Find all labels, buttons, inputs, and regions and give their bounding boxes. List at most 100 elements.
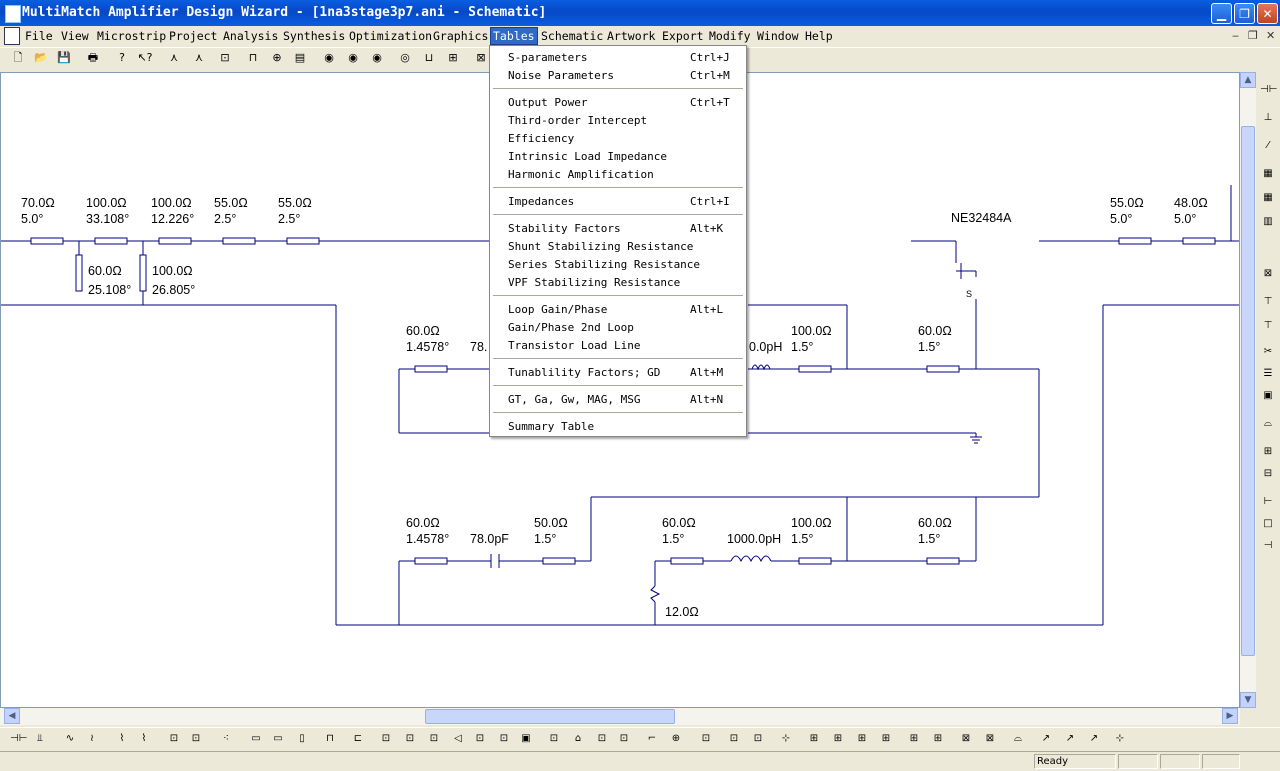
- block-2-icon[interactable]: ⊞: [833, 733, 843, 744]
- circuit-block-icon[interactable]: ▦: [1263, 168, 1273, 179]
- arc-icon[interactable]: ⌓: [1264, 418, 1272, 429]
- zoom-in-icon[interactable]: ⊞: [1263, 446, 1273, 457]
- probe-icon[interactable]: ⊹: [781, 733, 791, 744]
- ms-corner-icon[interactable]: ⌐: [647, 733, 657, 744]
- tune-icon[interactable]: ⊠: [961, 733, 971, 744]
- circle-icon[interactable]: ◎: [400, 51, 410, 64]
- app-icon[interactable]: [5, 5, 21, 23]
- cross-component-icon[interactable]: ⊹: [1115, 733, 1125, 744]
- new-file-icon[interactable]: 🗋: [13, 51, 23, 64]
- series-resistor-icon[interactable]: ⌇: [119, 733, 125, 744]
- print-icon[interactable]: 🖶: [87, 51, 99, 64]
- line-icon[interactable]: ▭: [273, 733, 283, 744]
- block-icon[interactable]: ⊞: [809, 733, 819, 744]
- zoom-out-icon[interactable]: ⊟: [1263, 468, 1273, 479]
- menu-export[interactable]: Export: [662, 29, 704, 43]
- tee-icon[interactable]: ⊤: [1263, 296, 1273, 307]
- tune-2-icon[interactable]: ⊠: [985, 733, 995, 744]
- menuitem-harmonic-amplification[interactable]: Harmonic Amplification: [508, 168, 654, 181]
- menuitem-summary-table[interactable]: Summary Table: [508, 420, 595, 433]
- ms-open-icon[interactable]: ⊡: [619, 733, 629, 744]
- menuitem-intrinsic-load-impedance[interactable]: Intrinsic Load Impedance: [508, 150, 667, 163]
- ms-step-icon[interactable]: ⊡: [405, 733, 415, 744]
- transistor-block-2-icon[interactable]: ⊞: [933, 733, 943, 744]
- vertical-scroll-thumb[interactable]: [1241, 126, 1255, 656]
- ms-pair-icon[interactable]: ⊡: [729, 733, 739, 744]
- dots-icon[interactable]: ⁖: [223, 733, 229, 744]
- ms-tee-icon[interactable]: ⊡: [429, 733, 439, 744]
- save-icon[interactable]: 💾: [57, 51, 71, 64]
- open-folder-icon[interactable]: 📂: [34, 51, 48, 64]
- shunt-resistor-icon[interactable]: ⌇: [141, 733, 147, 744]
- menuitem-gain-phase-2nd-loop[interactable]: Gain/Phase 2nd Loop: [508, 321, 634, 334]
- menu-tables[interactable]: Tables: [490, 27, 538, 45]
- ms-junction-icon[interactable]: ⊕: [671, 733, 681, 744]
- shunt-capacitor-icon[interactable]: ⫫: [37, 733, 43, 744]
- mdi-restore-button[interactable]: ❐: [1248, 29, 1258, 42]
- short-stub-icon[interactable]: ⊓: [326, 733, 334, 744]
- ms-bend-icon[interactable]: ⊡: [549, 733, 559, 744]
- menu-optimization[interactable]: Optimization: [349, 29, 433, 43]
- menuitem-transistor-load-line[interactable]: Transistor Load Line: [508, 339, 641, 352]
- menu-window[interactable]: Window: [757, 29, 799, 43]
- menu-modify[interactable]: Modify: [709, 29, 751, 43]
- menu-view[interactable]: View: [61, 29, 89, 43]
- box-icon[interactable]: ⊔: [424, 51, 434, 64]
- vertical-scrollbar[interactable]: ▲ ▼: [1240, 72, 1256, 708]
- line-tool-2-icon[interactable]: ⋏: [194, 51, 204, 64]
- shunt-inductor-icon[interactable]: ≀: [90, 733, 94, 744]
- menuitem-shunt-stabilizing-resistance[interactable]: Shunt Stabilizing Resistance: [508, 240, 694, 253]
- ms-taper-icon[interactable]: ◁: [454, 733, 462, 744]
- arrow-up-right-2-icon[interactable]: ↗: [1065, 733, 1075, 744]
- text-icon[interactable]: ▤: [294, 51, 306, 64]
- ms-pair-2-icon[interactable]: ⊡: [753, 733, 763, 744]
- arrow-up-right-icon[interactable]: ↗: [1041, 733, 1051, 744]
- tee-2-icon[interactable]: ⊤: [1263, 320, 1273, 331]
- scroll-up-arrow-icon[interactable]: ▲: [1240, 72, 1256, 88]
- frame-icon[interactable]: □: [1263, 518, 1273, 529]
- smith-chart-3-icon[interactable]: ◉: [372, 51, 382, 64]
- minimize-button[interactable]: ▁: [1211, 3, 1232, 24]
- horizontal-scroll-thumb[interactable]: [425, 709, 675, 724]
- block-3-icon[interactable]: ⊞: [857, 733, 867, 744]
- menu-synthesis[interactable]: Synthesis: [283, 29, 346, 43]
- ms-end-icon[interactable]: ⊡: [701, 733, 711, 744]
- stub-icon[interactable]: ⊕: [272, 51, 282, 64]
- menu-microstrip[interactable]: Microstrip: [97, 29, 167, 43]
- context-help-icon[interactable]: ↖?: [137, 51, 153, 64]
- series-line-icon[interactable]: ▭: [251, 733, 261, 744]
- transistor-block-icon[interactable]: ⊞: [909, 733, 919, 744]
- scroll-right-arrow-icon[interactable]: ▶: [1222, 708, 1238, 724]
- horizontal-scrollbar[interactable]: ◀ ▶: [0, 708, 1240, 725]
- series-capacitor-icon[interactable]: ⊣⊢: [10, 733, 28, 744]
- ms-radial-icon[interactable]: ⌂: [574, 733, 582, 744]
- align-right-icon[interactable]: ⊣: [1263, 540, 1273, 551]
- wire-tool-icon[interactable]: ⁄: [1267, 140, 1269, 151]
- scroll-left-arrow-icon[interactable]: ◀: [4, 708, 20, 724]
- ms-cross-icon[interactable]: ⊡: [499, 733, 509, 744]
- menu-schematic[interactable]: Schematic: [541, 29, 604, 43]
- menuitem-vpf-stabilizing-resistance[interactable]: VPF Stabilizing Resistance: [508, 276, 681, 289]
- menuitem-efficiency[interactable]: Efficiency: [508, 132, 575, 145]
- cut-icon[interactable]: ✂: [1263, 346, 1273, 357]
- maximize-button[interactable]: ❐: [1234, 3, 1255, 24]
- smith-chart-2-icon[interactable]: ◉: [348, 51, 358, 64]
- menu-artwork[interactable]: Artwork: [607, 29, 656, 43]
- menuitem-series-stabilizing-resistance[interactable]: Series Stabilizing Resistance: [508, 258, 701, 271]
- open-stub-icon[interactable]: ▯: [299, 733, 305, 744]
- line-tool-icon[interactable]: ⋏: [169, 51, 179, 64]
- menu-analysis[interactable]: Analysis: [223, 29, 279, 43]
- block-4-icon[interactable]: ⊞: [881, 733, 891, 744]
- paste-icon[interactable]: ▣: [1263, 390, 1273, 401]
- mdi-close-button[interactable]: ✕: [1266, 29, 1276, 42]
- arc-tool-icon[interactable]: ⌓: [1014, 733, 1022, 744]
- cross-box-icon[interactable]: ⊠: [476, 51, 486, 64]
- close-button[interactable]: ✕: [1257, 3, 1278, 24]
- ms-coupler-icon[interactable]: ⊡: [475, 733, 485, 744]
- smith-chart-icon[interactable]: ◉: [324, 51, 334, 64]
